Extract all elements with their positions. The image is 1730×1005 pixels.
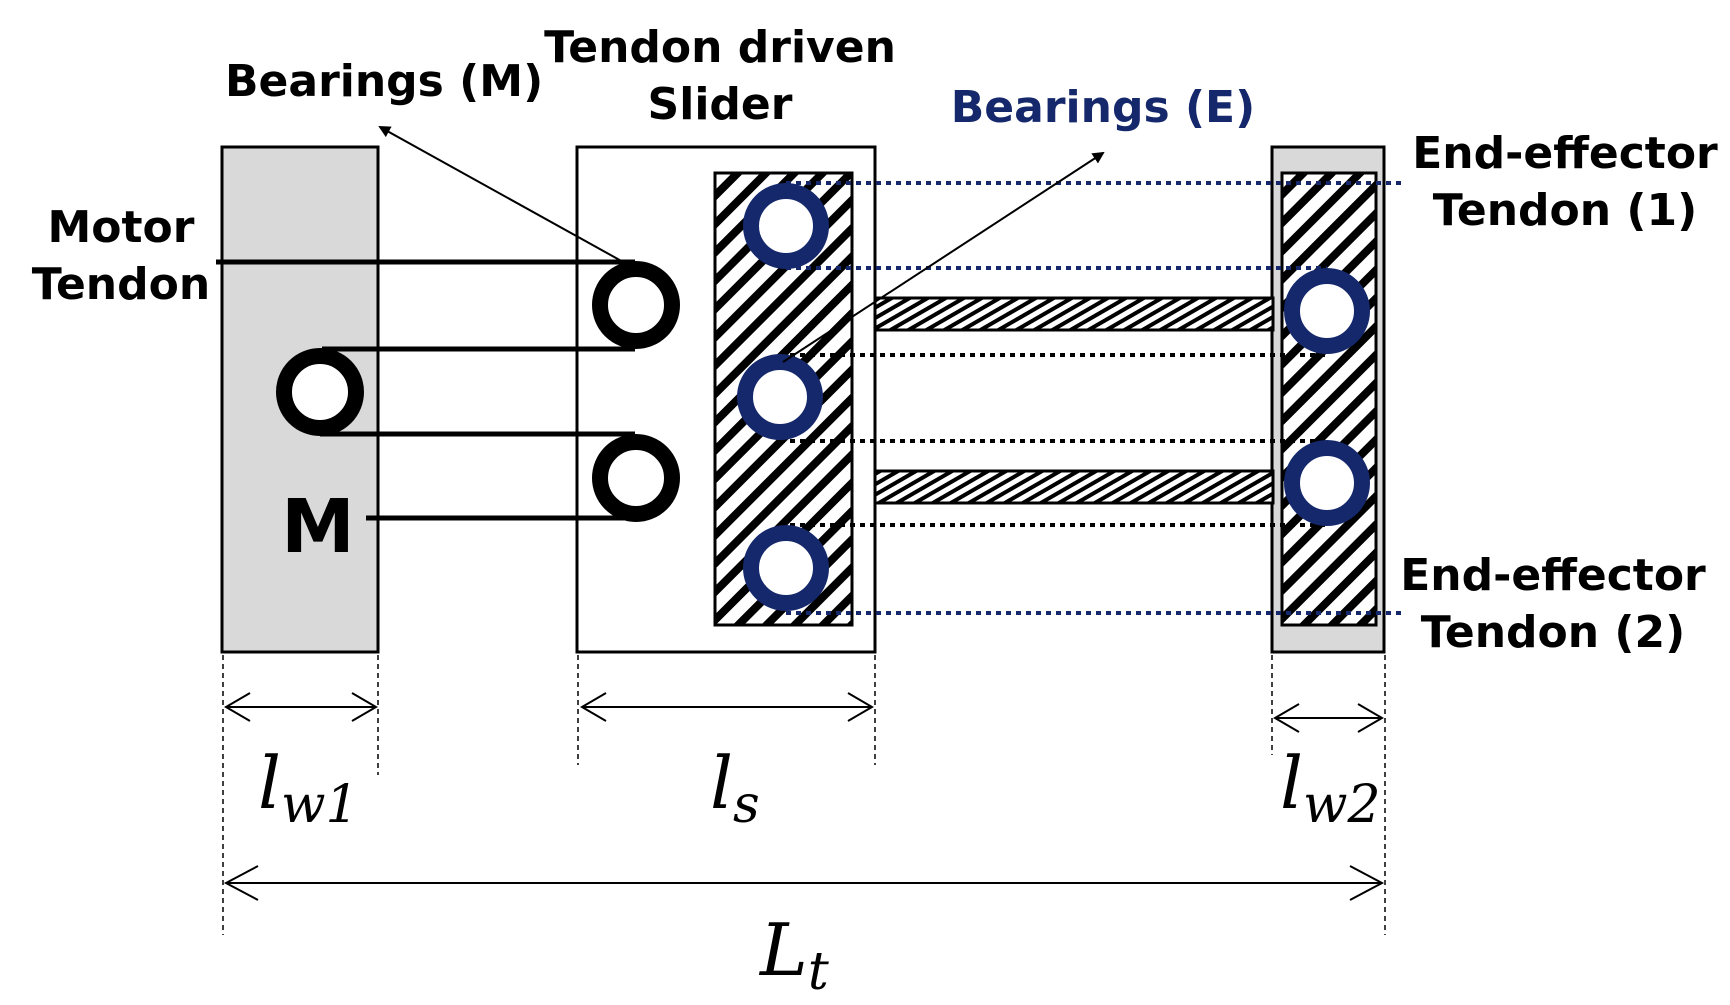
motor-bearing-middle: [276, 348, 364, 436]
dimension-Lt: Lt: [758, 908, 829, 1002]
connecting-rod-lower: [873, 469, 1275, 505]
motor-bearing-top: [592, 261, 680, 349]
motor-tendon: [216, 259, 635, 521]
end-effector-tendon-1: [786, 181, 1405, 270]
motor-tendon-label-line2: Tendon: [32, 259, 210, 310]
motor-tendon-label-line1: Motor: [48, 202, 195, 253]
tendon-driven-label-line2: Slider: [648, 79, 793, 130]
bearings-m-label: Bearings (M): [225, 56, 543, 107]
bearings-e-label: Bearings (E): [951, 82, 1255, 133]
bearings-m-pointer: [378, 126, 626, 264]
dimension-arrows: [223, 692, 1385, 901]
dimension-lw1-sub: w1: [281, 775, 359, 835]
connecting-rod-upper: [873, 296, 1275, 332]
slider-bearing-top: [743, 183, 829, 269]
ee-tendon2-label-line2: Tendon (2): [1421, 607, 1686, 658]
dimension-Lt-base: L: [758, 908, 808, 992]
slider-bearing-bottom: [743, 525, 829, 611]
end-effector-hatched-bar: [1280, 171, 1378, 627]
dimension-lw2-base: l: [1280, 741, 1303, 825]
dimension-lw2: lw2: [1280, 741, 1381, 835]
ee-tendon1-label-line1: End-effector: [1412, 128, 1718, 179]
ee-tendon1-label-line2: Tendon (1): [1433, 185, 1698, 236]
ee-bearing-bottom: [1284, 440, 1370, 526]
dimension-ls-base: l: [710, 741, 733, 825]
dimension-lw1: lw1: [258, 741, 359, 835]
bearings-e-pointer: [782, 151, 1105, 363]
ee-tendon2-label-line1: End-effector: [1400, 550, 1706, 601]
ee-bearing-top: [1284, 268, 1370, 354]
internal-tendon-dotted: [780, 353, 1327, 527]
dimension-lw2-sub: w2: [1303, 775, 1381, 835]
dimension-Lt-sub: t: [808, 942, 829, 1002]
dimension-extension-lines: [222, 655, 1386, 935]
dimension-lw1-base: l: [258, 741, 281, 825]
dimension-ls-sub: s: [733, 775, 760, 835]
slider-bearing-middle: [737, 354, 823, 440]
motor-bearing-bottom: [592, 434, 680, 522]
dimension-ls: ls: [710, 741, 760, 835]
motor-symbol: M: [281, 484, 355, 570]
tendon-driven-label-line1: Tendon driven: [544, 22, 896, 73]
